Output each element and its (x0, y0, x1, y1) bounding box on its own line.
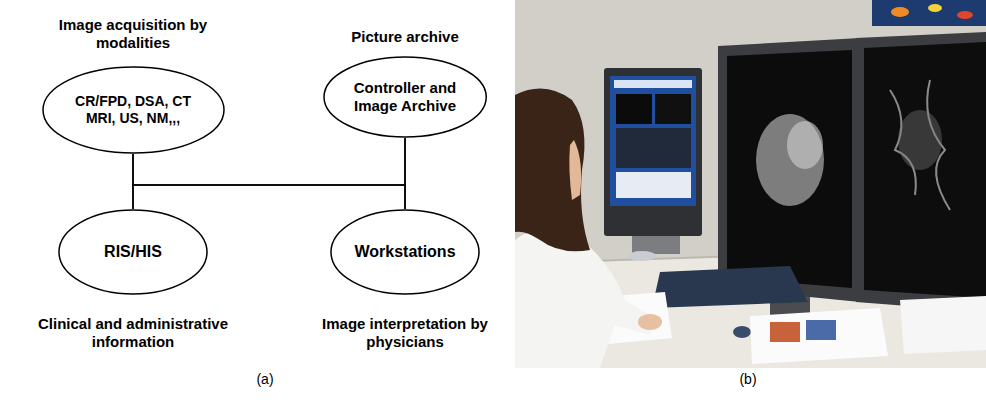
screen-image (890, 80, 950, 210)
large-screen (864, 42, 986, 298)
bus-line (133, 185, 405, 209)
node-heading: Picture archive (330, 28, 480, 46)
node-heading: Image interpretation by physicians (303, 315, 508, 351)
ellipse-node: Image acquisition by modalitiesCR/FPD, D… (42, 66, 225, 154)
paper-figure (806, 320, 836, 340)
ellipse-border (331, 210, 479, 294)
large-monitor (856, 32, 986, 312)
window-pane (616, 128, 691, 168)
node-label: RIS/HIS (104, 242, 162, 261)
screen-image (787, 121, 823, 169)
ellipse-node: Clinical and administrative informationR… (58, 209, 208, 295)
window-pane (616, 94, 652, 124)
node-label: Workstations (354, 242, 455, 261)
screen-image (756, 114, 824, 206)
window-bar (614, 80, 692, 88)
node-label: Controller and Image Archive (343, 79, 468, 115)
ellipse-border (59, 210, 207, 294)
large-monitor (718, 38, 860, 302)
small-monitor (604, 68, 702, 236)
screen-image (898, 110, 942, 170)
panel-label: (a) (256, 371, 273, 387)
keyboard (652, 266, 808, 308)
node-label: CR/FPD, DSA, CT MRI, US, NM,,, (63, 93, 203, 127)
poster (872, 0, 986, 26)
mouse (733, 326, 751, 338)
poster-fish (891, 7, 909, 17)
small-screen (610, 76, 696, 206)
hair (515, 89, 590, 252)
face (569, 140, 581, 200)
window-pane (616, 172, 691, 198)
paper-figure (770, 322, 800, 342)
ellipse-node: Image interpretation by physiciansWorkst… (330, 209, 480, 295)
ellipse-border (324, 57, 486, 137)
node-heading: Clinical and administrative information (26, 315, 241, 351)
paper (750, 308, 888, 364)
wall-shade (515, 0, 986, 368)
node-heading: Image acquisition by modalities (56, 16, 211, 52)
panel-label: (b) (739, 371, 756, 387)
workstation-photo (515, 0, 986, 368)
hand (638, 314, 662, 330)
large-screen (727, 50, 852, 288)
ellipse-border (43, 67, 224, 153)
disc (628, 251, 656, 261)
poster-fish (928, 4, 942, 12)
wall (515, 0, 986, 368)
ellipse-node: Picture archiveController and Image Arch… (323, 56, 487, 138)
poster-fish (957, 11, 973, 19)
paper (900, 296, 986, 354)
window-pane (655, 94, 691, 124)
